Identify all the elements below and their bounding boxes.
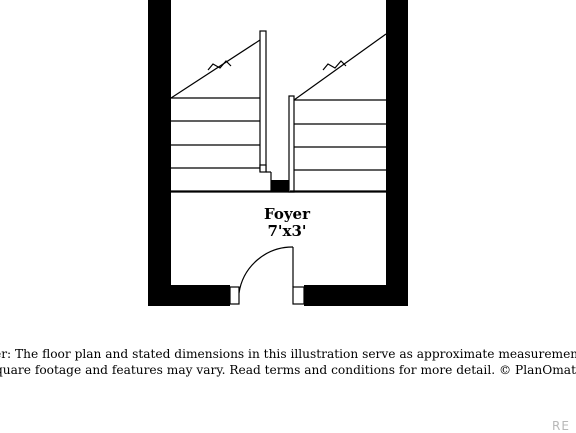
- entry-door: [229, 246, 305, 305]
- right-staircase: [288, 33, 387, 193]
- watermark: RE: [552, 419, 570, 433]
- wall-bottom-right: [304, 285, 408, 306]
- stair-divider-block: [271, 180, 290, 192]
- disclaimer-line-1: er: The floor plan and stated dimensions…: [0, 347, 576, 361]
- disclaimer-line-2: quare footage and features may vary. Rea…: [0, 363, 576, 377]
- door-jamb-left: [229, 286, 240, 305]
- door-swing-arc: [238, 246, 294, 294]
- right-stair-rail: [288, 95, 295, 193]
- wall-bottom-left: [148, 285, 230, 306]
- room-name-label: Foyer: [264, 205, 310, 223]
- wall-right: [386, 0, 408, 306]
- door-jamb-right: [292, 286, 305, 305]
- wall-left: [148, 0, 171, 306]
- left-stair-rail: [259, 30, 267, 172]
- walls: [148, 0, 408, 306]
- left-staircase: [170, 30, 272, 192]
- room-dimensions-label: 7'x3': [267, 222, 307, 240]
